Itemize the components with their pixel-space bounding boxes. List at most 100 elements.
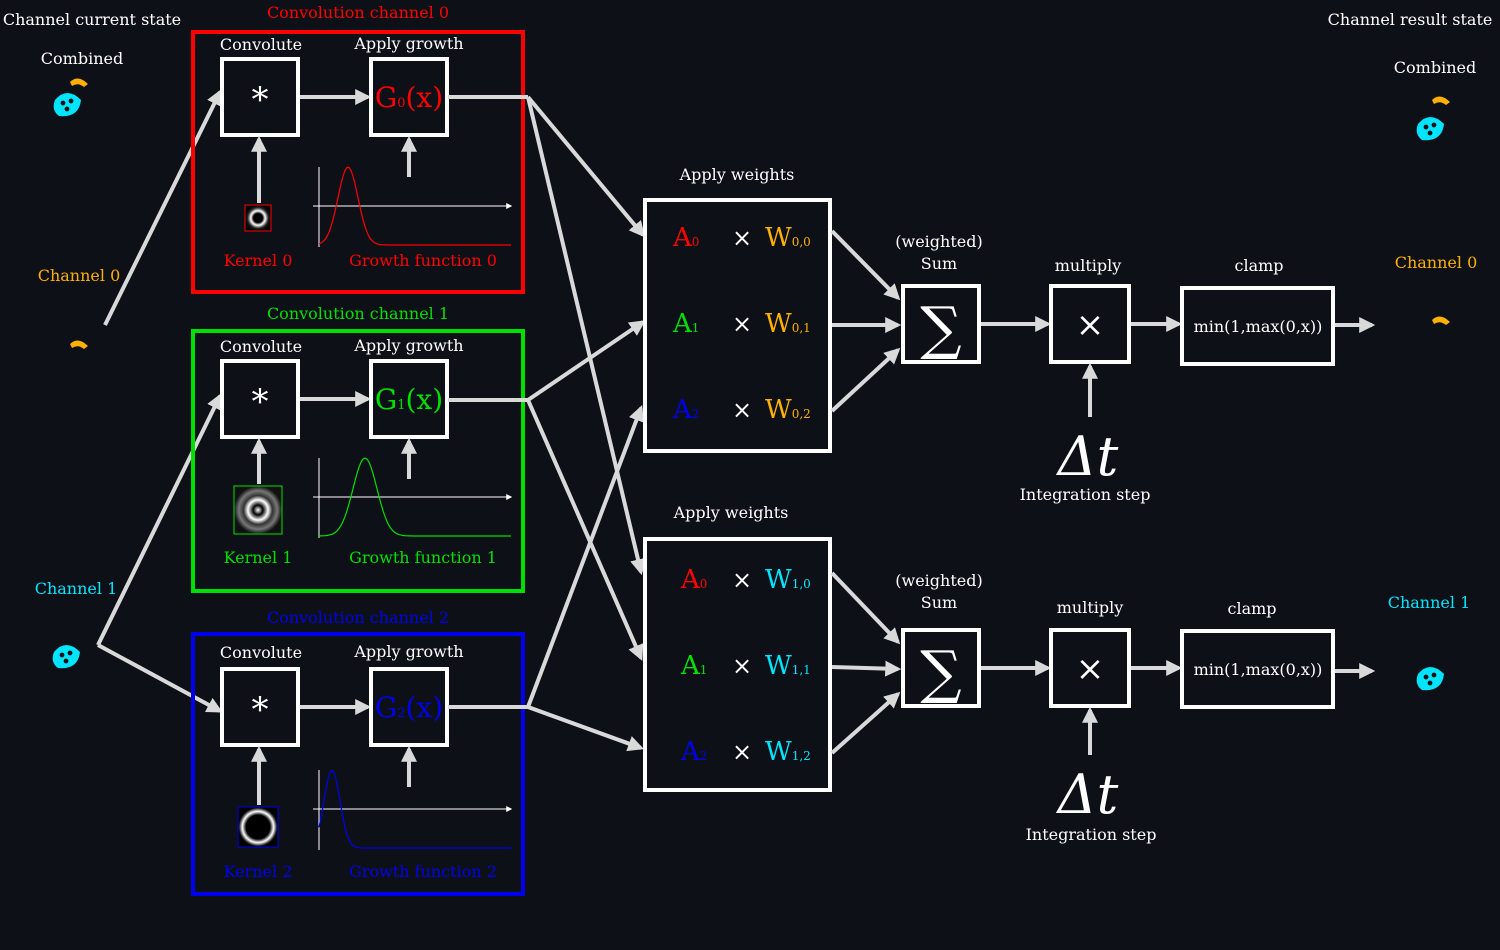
kernel-2-label: Kernel 2 bbox=[224, 862, 293, 881]
times-operator: × bbox=[732, 652, 752, 680]
growth-function-0-label: Growth function 0 bbox=[349, 251, 497, 270]
apply-weights-box bbox=[643, 198, 832, 453]
sum-label: Sum bbox=[921, 254, 957, 273]
growth-function-2-label: Growth function 2 bbox=[349, 862, 497, 881]
weighted-label: (weighted) bbox=[895, 232, 982, 251]
arrow-weights-to-sum bbox=[831, 660, 902, 677]
arrow-weights-to-sum bbox=[830, 691, 901, 755]
kernel-0-image bbox=[244, 204, 272, 232]
arrow-weights-to-sum bbox=[830, 347, 901, 413]
growth-function-symbol: G0(x) bbox=[375, 81, 443, 114]
multiply-box bbox=[1049, 628, 1131, 708]
multiply-label: multiply bbox=[1055, 256, 1122, 275]
weight-term: W1,2 bbox=[765, 737, 811, 767]
convolution-operator: * bbox=[252, 80, 269, 120]
output-pipelines: Apply weightsA0×W0,0A1×W0,1A2×W0,2(weigh… bbox=[643, 165, 1376, 844]
growth-box bbox=[369, 359, 449, 439]
arrow-weights-to-sum bbox=[830, 571, 901, 645]
combined-left-creature-icon bbox=[53, 78, 88, 117]
weight-term: W0,2 bbox=[765, 395, 811, 425]
route-g0-w0 bbox=[526, 95, 646, 238]
weight-term: W0,0 bbox=[765, 223, 811, 253]
convolution-operator: * bbox=[252, 690, 269, 730]
times-operator: × bbox=[732, 566, 752, 594]
clamp-label: clamp bbox=[1234, 256, 1283, 275]
conv-channel-2-title: Convolution channel 2 bbox=[267, 608, 449, 627]
sum-label: Sum bbox=[921, 593, 957, 612]
combined-left-label: Combined bbox=[41, 49, 123, 68]
growth-function-1-plot bbox=[313, 457, 513, 538]
output-channel0-label: Channel 0 bbox=[1395, 253, 1478, 272]
route-g1-w1 bbox=[526, 399, 644, 661]
clamp-box bbox=[1180, 286, 1335, 366]
activation-term: A2 bbox=[680, 737, 707, 767]
growth-function-2-plot bbox=[313, 770, 513, 850]
times-operator: × bbox=[732, 310, 752, 338]
activation-term: A0 bbox=[680, 565, 707, 595]
times-operator: × bbox=[732, 738, 752, 766]
apply-weights-title: Apply weights bbox=[673, 503, 789, 522]
output-channel0-creature-icon bbox=[1432, 316, 1450, 325]
arrow-ch1-to-conv2 bbox=[97, 643, 223, 713]
growth-box bbox=[369, 57, 449, 137]
input-channel0-label: Channel 0 bbox=[38, 266, 121, 285]
sigma-icon: ∑ bbox=[920, 638, 961, 706]
apply-weights-box bbox=[643, 537, 832, 792]
activation-term: A0 bbox=[672, 223, 699, 253]
result-state-header: Channel result state bbox=[1328, 10, 1493, 29]
activation-term: A1 bbox=[672, 309, 699, 339]
convolute-label: Convolute bbox=[220, 35, 302, 54]
apply-growth-label: Apply growth bbox=[353, 642, 463, 661]
convolution-operator: * bbox=[252, 382, 269, 422]
pipeline-1: Apply weightsA0×W1,0A1×W1,1A2×W1,2(weigh… bbox=[643, 503, 1376, 844]
clamp-formula: min(1,max(0,x)) bbox=[1194, 317, 1323, 336]
route-g2-w1 bbox=[527, 705, 645, 752]
growth-function-0-plot bbox=[313, 166, 513, 247]
integration-step-label: Integration step bbox=[1020, 485, 1151, 504]
activation-term: A2 bbox=[672, 395, 699, 425]
sum-box bbox=[901, 284, 981, 364]
pipeline-0: Apply weightsA0×W0,0A1×W0,1A2×W0,2(weigh… bbox=[643, 165, 1376, 504]
input-channel1-creature-icon bbox=[52, 645, 80, 669]
weight-term: W0,1 bbox=[765, 309, 811, 339]
apply-growth-label: Apply growth bbox=[353, 34, 463, 53]
multiply-box bbox=[1049, 284, 1131, 364]
output-channel1-creature-icon bbox=[1416, 667, 1444, 691]
route-g0-w1 bbox=[526, 96, 646, 576]
times-operator: × bbox=[732, 224, 752, 252]
route-g2-w0 bbox=[526, 405, 644, 708]
clamp-label: clamp bbox=[1227, 599, 1276, 618]
sum-box bbox=[901, 628, 981, 708]
weight-term: W1,0 bbox=[765, 565, 811, 595]
multiply-icon: × bbox=[1076, 305, 1105, 345]
current-state-header: Channel current state bbox=[3, 10, 181, 29]
route-g1-w0 bbox=[526, 320, 646, 402]
multiply-label: multiply bbox=[1057, 598, 1124, 617]
arrow-ch0-to-conv0 bbox=[103, 89, 222, 326]
convolute-box bbox=[220, 359, 300, 439]
arrow-weights-to-sum bbox=[830, 229, 901, 301]
conv-channel-1-title: Convolution channel 1 bbox=[267, 304, 449, 323]
growth-curve bbox=[318, 770, 511, 849]
output-channel1-label: Channel 1 bbox=[1388, 593, 1471, 612]
growth-curve bbox=[318, 166, 511, 246]
conv-channel-0-frame bbox=[191, 30, 525, 294]
delta-t-symbol: Δt bbox=[1056, 425, 1119, 488]
sigma-icon: ∑ bbox=[920, 294, 961, 362]
delta-t-symbol: Δt bbox=[1056, 763, 1119, 826]
convolute-box bbox=[220, 57, 300, 137]
conv-channel-2-frame bbox=[191, 632, 525, 896]
kernel-1-image bbox=[233, 485, 283, 535]
convolute-label: Convolute bbox=[220, 643, 302, 662]
arrow-ch1-to-conv1 bbox=[96, 393, 222, 646]
growth-function-symbol: G1(x) bbox=[375, 383, 443, 416]
apply-growth-label: Apply growth bbox=[353, 336, 463, 355]
input-channel0-creature-icon bbox=[70, 340, 88, 349]
kernel-2-image bbox=[237, 806, 279, 848]
combined-right-creature-icon bbox=[1416, 96, 1450, 141]
clamp-box bbox=[1180, 629, 1335, 709]
